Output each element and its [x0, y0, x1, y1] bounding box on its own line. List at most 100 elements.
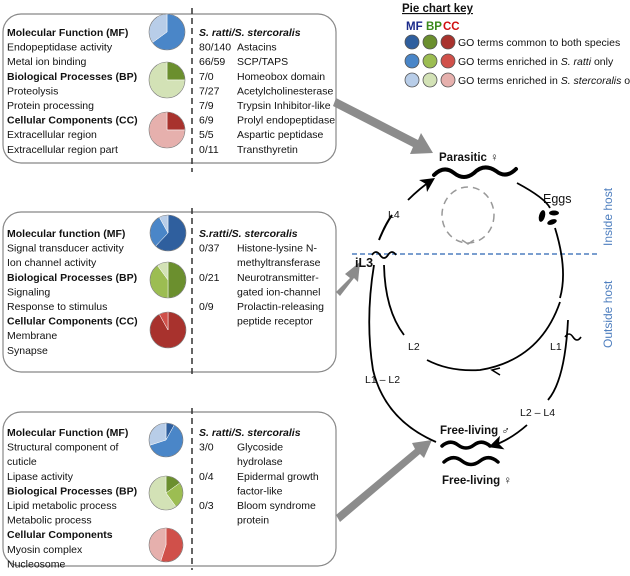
family-name: Prolyl endopeptidase [237, 115, 335, 127]
key-dot-mf-common [404, 34, 420, 50]
cycle-path-to-free-living [488, 424, 528, 450]
go-category-heading: Molecular function (MF) [7, 228, 125, 240]
go-term: Nucleosome [7, 558, 66, 570]
inside-host-label: Inside host [601, 187, 615, 246]
cycle-path-l2-to-il3 [383, 264, 405, 336]
go-category-heading: Biological Processes (BP) [7, 71, 137, 83]
cycle-path-l1-to-l2 [426, 301, 561, 372]
pie-outline [148, 475, 184, 511]
egg-icon [547, 219, 557, 225]
go-term: Response to stimulus [7, 301, 107, 313]
panel-parasitic-female: Molecular Function (MF)Endopeptidase act… [2, 8, 337, 172]
pie-outline [148, 13, 186, 51]
cycle-arrow-icon [490, 367, 501, 376]
go-term: Metabolic process [7, 515, 92, 527]
go-category-heading: Molecular Function (MF) [7, 427, 128, 439]
pie-cc [149, 311, 187, 349]
go-term: Metal ion binding [7, 56, 87, 68]
key-dot-mf-ratti [404, 53, 420, 69]
family-name: Neurotransmitter- [237, 272, 319, 284]
family-ratio: 80/140 [199, 42, 231, 54]
cycle-path-parasitic-to-eggs [516, 182, 551, 209]
pie-cc [148, 527, 184, 563]
l1-larva-icon [564, 333, 582, 341]
family-name: Homeobox domain [237, 71, 325, 83]
go-term: Proteolysis [7, 85, 58, 97]
pie-chart-key: Pie chart key MF BP CC GO terms common t… [402, 3, 630, 88]
autoinfection-loop [441, 186, 495, 244]
family-ratio: 7/0 [199, 71, 214, 83]
pie-outline [149, 311, 187, 349]
key-title: Pie chart key [402, 3, 474, 15]
outside-host-label: Outside host [601, 280, 615, 348]
free-living-female-worm-icon [442, 456, 500, 467]
family-name-cont: hydrolase [237, 456, 283, 468]
egg-icon [549, 210, 559, 216]
family-name: SCP/TAPS [237, 56, 288, 68]
pie-outline [148, 527, 184, 563]
family-name: Astacins [237, 42, 277, 54]
l2-l4-label: L2 – L4 [520, 407, 555, 419]
arrow-panel2-to-il3 [336, 262, 360, 296]
l1-l2-label: L1 – L2 [365, 374, 400, 386]
cycle-path-il3-to-l4 [378, 214, 393, 241]
pie-outline [148, 422, 184, 458]
panel-il3: Molecular function (MF) Signal transducer… [2, 208, 337, 376]
key-mf: MF [406, 21, 423, 33]
free-living-male-label: Free-living ♂ [440, 425, 510, 437]
family-name-cont: factor-like [237, 485, 283, 497]
family-ratio: 0/4 [199, 471, 214, 483]
key-bp: BP [426, 21, 442, 33]
family-ratio: 5/5 [199, 129, 214, 141]
cycle-path-free-living-to-il3 [368, 264, 437, 443]
family-name: Glycoside [237, 442, 283, 454]
key-row-ratti: GO terms enriched in S. ratti only [458, 56, 614, 68]
family-ratio: 0/11 [199, 144, 219, 156]
family-name-cont: gated ion-channel [237, 286, 320, 298]
go-term: Signal transducer activity [7, 243, 124, 255]
pie-outline [148, 111, 186, 149]
family-ratio: 0/3 [199, 500, 214, 512]
il3-larva-icon [371, 251, 397, 259]
family-ratio: 0/21 [199, 272, 220, 284]
key-dot-bp-common [422, 34, 438, 50]
family-name: Aspartic peptidase [237, 129, 324, 141]
pie-outline [149, 214, 187, 252]
l4-label: L4 [388, 209, 400, 221]
key-dot-cc-common [440, 34, 456, 50]
pie-mf [149, 214, 187, 252]
key-cc: CC [443, 21, 460, 33]
family-ratio: 7/9 [199, 100, 214, 112]
l1-label: L1 [550, 341, 562, 353]
key-dot-bp-ratti [422, 53, 438, 69]
key-row-stercoralis: GO terms enriched in S. stercoralis on [458, 75, 630, 87]
family-name: Histone-lysine N- [237, 243, 317, 255]
panel-free-living: Molecular Function (MF)Structural compon… [2, 408, 337, 570]
key-dot-cc-ratti [440, 53, 456, 69]
family-ratio: 0/9 [199, 301, 214, 313]
family-name-cont: protein [237, 515, 269, 527]
go-term: Synapse [7, 345, 48, 357]
family-ratio: 66/59 [199, 56, 225, 68]
parasitic-female-worm-icon [432, 165, 518, 179]
family-name-cont: methyltransferase [237, 257, 321, 269]
species-ratio-header: S. ratti/S. stercoralis [199, 427, 301, 439]
go-term: Extracellular region part [7, 144, 118, 156]
species-ratio-header: S. ratti/S. stercoralis [199, 27, 301, 39]
go-term: Signaling [7, 286, 50, 298]
cycle-path-l4-to-parasitic [407, 178, 435, 201]
lifecycle-diagram: Inside host Outside host Parasitic ♀ Egg… [352, 152, 615, 487]
cycle-path-eggs-to-l1 [554, 227, 564, 299]
family-name: Trypsin Inhibitor-like [237, 100, 331, 112]
cycle-path-l1-to-l2l4 [547, 319, 569, 401]
key-dots [404, 34, 456, 88]
free-living-male-worm-icon [440, 440, 492, 450]
family-ratio: 3/0 [199, 442, 214, 454]
go-category-heading: Cellular Components (CC) [7, 316, 138, 328]
go-term: Lipase activity [7, 471, 74, 483]
family-name: Prolactin-releasing [237, 301, 324, 313]
gray-arrows [333, 98, 433, 522]
l2-label: L2 [408, 341, 420, 353]
go-category-heading: Biological Processes (BP) [7, 485, 137, 497]
key-dot-mf-stercoralis [404, 72, 420, 88]
